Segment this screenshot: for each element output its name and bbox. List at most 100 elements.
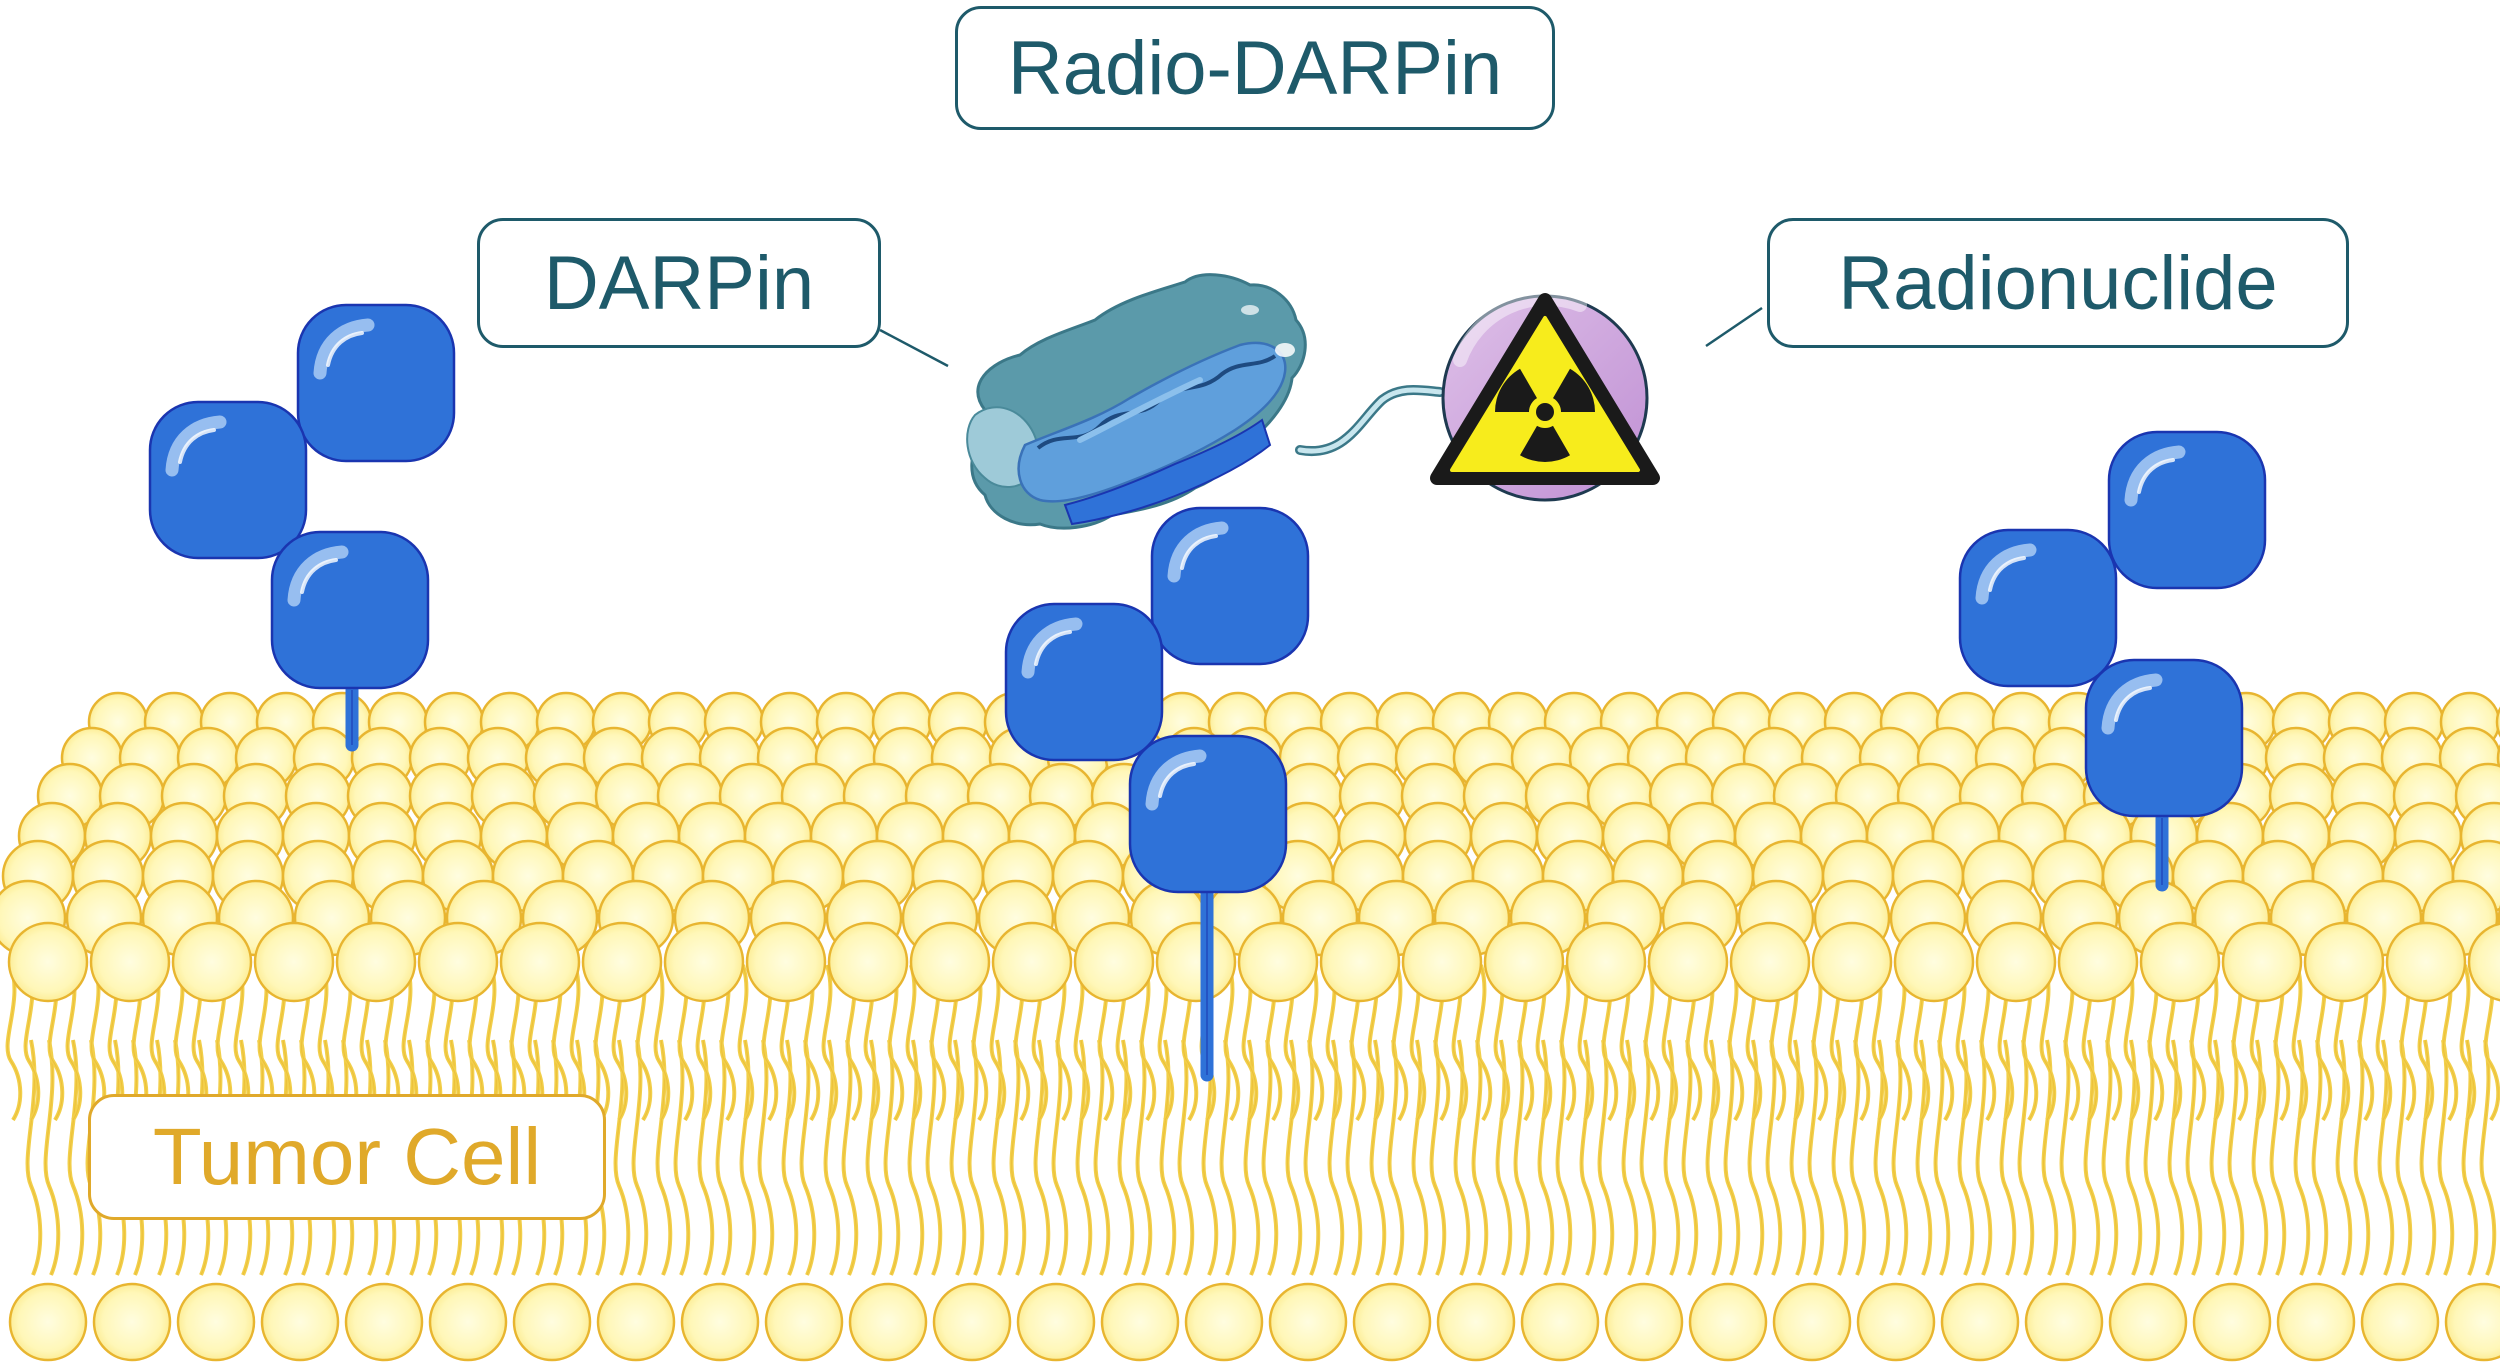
lipid-head (1401, 921, 1483, 1003)
lipid-head (1772, 1282, 1852, 1362)
lipid-tail-outline (1707, 1039, 1721, 1276)
lipid-tail-outline (2019, 1039, 2033, 1276)
lipid-head (2444, 1282, 2500, 1362)
lipid-tail-outline (2145, 1039, 2159, 1276)
lipid-head (2024, 1282, 2104, 1362)
receptor-domain (1958, 528, 2118, 688)
lipid-tail (1177, 1039, 1195, 1276)
lipid-tail-outline (1729, 964, 1743, 1121)
lipid-tail-outline (1159, 964, 1173, 1121)
lipid-tail-outline (2233, 964, 2247, 1121)
lipid-head (335, 921, 417, 1003)
lipid-tail-outline (805, 964, 819, 1121)
lipid-tail-outline (889, 964, 903, 1121)
lipid-tail (1891, 1039, 1909, 1276)
lipid-tail-outline (1851, 1039, 1865, 1276)
lipid-tail-outline (991, 964, 1005, 1121)
title-label: Radio-DARPin (955, 6, 1555, 130)
lipid-tail-outline (2377, 964, 2391, 1121)
lipid-tail-outline (1179, 1039, 1193, 1276)
lipid-tail-outline (1641, 1039, 1655, 1276)
lipid-tail-outline (2169, 1039, 2183, 1276)
lipid-head (2192, 1282, 2272, 1362)
lipid-tail (2185, 1039, 2203, 1276)
lipid-tail (2269, 1039, 2287, 1276)
lipid-head (1237, 921, 1319, 1003)
lipid-tail-outline (721, 964, 735, 1121)
lipid-tail-outline (633, 1039, 647, 1276)
tumor-cell-label: Tumor Cell (88, 1094, 606, 1220)
linker-chain (1295, 384, 1445, 457)
lipid-tail-outline (1203, 1039, 1217, 1276)
title-text: Radio-DARPin (1007, 25, 1503, 111)
lipid-tail-outline (2421, 1039, 2435, 1276)
lipid-tail-outline (2125, 964, 2139, 1121)
darpin-pointer-line (879, 328, 949, 368)
lipid-tail-outline (1389, 1039, 1403, 1276)
lipid-tail-outline (2043, 1039, 2057, 1276)
lipid-tail-outline (1057, 964, 1071, 1121)
lipid-tail-outline (1645, 964, 1659, 1121)
radionuclide-pointer-line (1705, 306, 1763, 348)
lipid-tail-outline (2379, 1039, 2393, 1276)
lipid-tail-outline (2065, 964, 2079, 1121)
lipid-head (92, 1282, 172, 1362)
receptors (148, 303, 2267, 894)
lipid-head (1483, 921, 1565, 1003)
lipid-tail-outline (1515, 1039, 1529, 1276)
lipid-tail-outline (2293, 964, 2307, 1121)
lipid-tail-outline (2187, 1039, 2201, 1276)
lipid-head (1975, 921, 2057, 1003)
lipid-tail (925, 1039, 943, 1276)
lipid-tail-outline (615, 1039, 629, 1276)
lipid-tail-outline (2253, 1039, 2267, 1276)
lipid-head (1893, 921, 1975, 1003)
lipid-tail (1849, 1039, 1867, 1276)
lipid-tail-outline (1221, 1039, 1235, 1276)
lipid-tail-outline (2313, 1039, 2327, 1276)
lipid-tail-outline (1077, 1039, 1091, 1276)
lipid-tail (2017, 1039, 2035, 1276)
lipid-tail (1471, 1039, 1489, 1276)
lipid-head (1856, 1282, 1936, 1362)
lipid-head (2303, 921, 2385, 1003)
radionuclide-text: Radionuclide (1838, 240, 2278, 326)
lipid-tail-outline (27, 1039, 41, 1276)
lipid-tail-outline (1497, 1039, 1511, 1276)
lipid-tail-outline (2481, 1039, 2495, 1276)
lipid-head (260, 1282, 340, 1362)
lipid-tail-outline (2359, 964, 2373, 1121)
lipid-tail-outline (1431, 1039, 1445, 1276)
lipid-tail (1681, 1039, 1699, 1276)
lipid-heads-bottom-row (8, 1282, 2500, 1362)
lipid-tail-outline (1263, 1039, 1277, 1276)
lipid-tail-outline (1287, 1039, 1301, 1276)
lipid-tail-outline (843, 1039, 857, 1276)
lipid-tail-outline (801, 1039, 815, 1276)
lipid-tail (2395, 1039, 2413, 1276)
lipid-tail-outline (1561, 964, 1575, 1121)
lipid-tail-outline (7, 964, 21, 1121)
receptor-domain (148, 400, 308, 560)
lipid-tail (1219, 1039, 1237, 1276)
lipid-head (1319, 921, 1401, 1003)
lipid-tail (1975, 1039, 1993, 1276)
lipid-head (2360, 1282, 2440, 1362)
lipid-tail-outline (1455, 1039, 1469, 1276)
darpin-complex (879, 273, 1763, 530)
lipid-head (1184, 1282, 1264, 1362)
lipid-tail-outline (783, 1039, 797, 1276)
lipid-tail (1009, 1039, 1027, 1276)
lipid-tail-outline (2463, 1039, 2477, 1276)
lipid-tail-outline (1809, 1039, 1823, 1276)
lipid-head (7, 921, 89, 1003)
lipid-tail (1345, 1039, 1363, 1276)
lipid-head (253, 921, 335, 1003)
trefoil-blade (1495, 368, 1537, 412)
lipid-tail-outline (759, 1039, 773, 1276)
lipid-tail-outline (885, 1039, 899, 1276)
lipid-tail-outline (1557, 1039, 1571, 1276)
lipid-head (932, 1282, 1012, 1362)
lipid-head (1604, 1282, 1684, 1362)
